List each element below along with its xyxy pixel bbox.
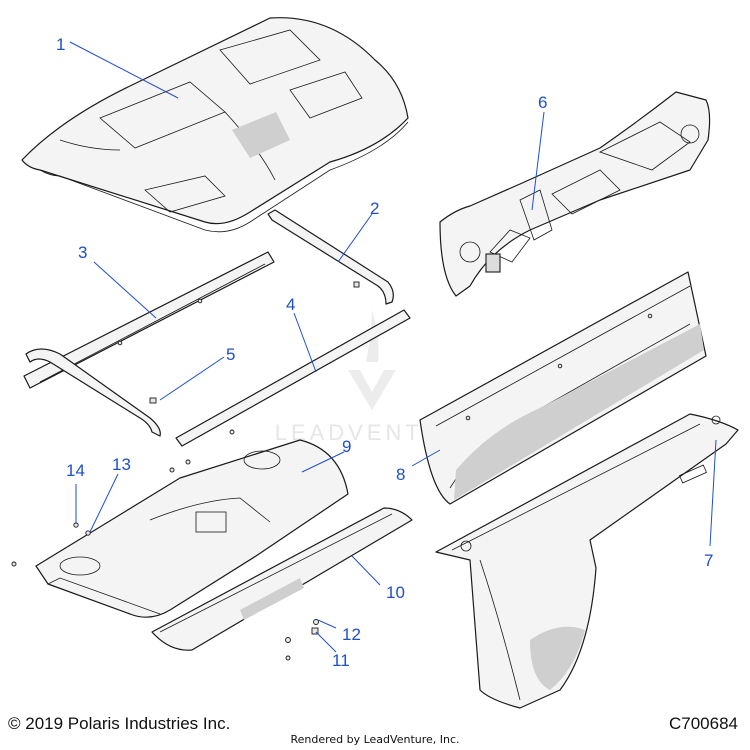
callout-7: 7 xyxy=(704,551,713,570)
part-roof-rail-right xyxy=(267,209,394,305)
callout-11: 11 xyxy=(332,651,350,670)
callout-9: 9 xyxy=(342,437,351,456)
part-roof xyxy=(21,17,409,233)
copyright-text: © 2019 Polaris Industries Inc. xyxy=(8,714,231,733)
part-seat-base xyxy=(435,413,739,709)
callout-14: 14 xyxy=(66,461,85,480)
part-rail-lower xyxy=(25,348,161,437)
part-roof-trim xyxy=(175,309,411,447)
callout-8: 8 xyxy=(396,465,405,484)
part-fastener-5 xyxy=(149,397,157,404)
part-rear-panel xyxy=(419,271,707,505)
callout-2: 2 xyxy=(370,199,379,218)
rendered-by-text: Rendered by LeadVenture, Inc. xyxy=(290,733,460,746)
callout-5: 5 xyxy=(226,345,235,364)
callout-leaders xyxy=(69,41,717,653)
callout-10: 10 xyxy=(386,583,405,602)
part-floor-panel xyxy=(151,507,413,651)
part-roof-rail-left xyxy=(23,251,275,389)
callout-3: 3 xyxy=(78,243,87,262)
diagram-code: C700684 xyxy=(668,714,738,733)
part-floor-tray xyxy=(35,439,349,618)
callout-13: 13 xyxy=(112,455,131,474)
callout-12: 12 xyxy=(342,625,361,644)
callout-6: 6 xyxy=(538,93,547,112)
part-dash-frame xyxy=(439,91,711,297)
callout-4: 4 xyxy=(286,295,295,314)
callout-numbers: 1 2 3 4 5 6 7 8 9 10 11 12 13 14 xyxy=(56,35,713,670)
callout-1: 1 xyxy=(56,35,65,54)
hardware-set xyxy=(11,429,319,661)
